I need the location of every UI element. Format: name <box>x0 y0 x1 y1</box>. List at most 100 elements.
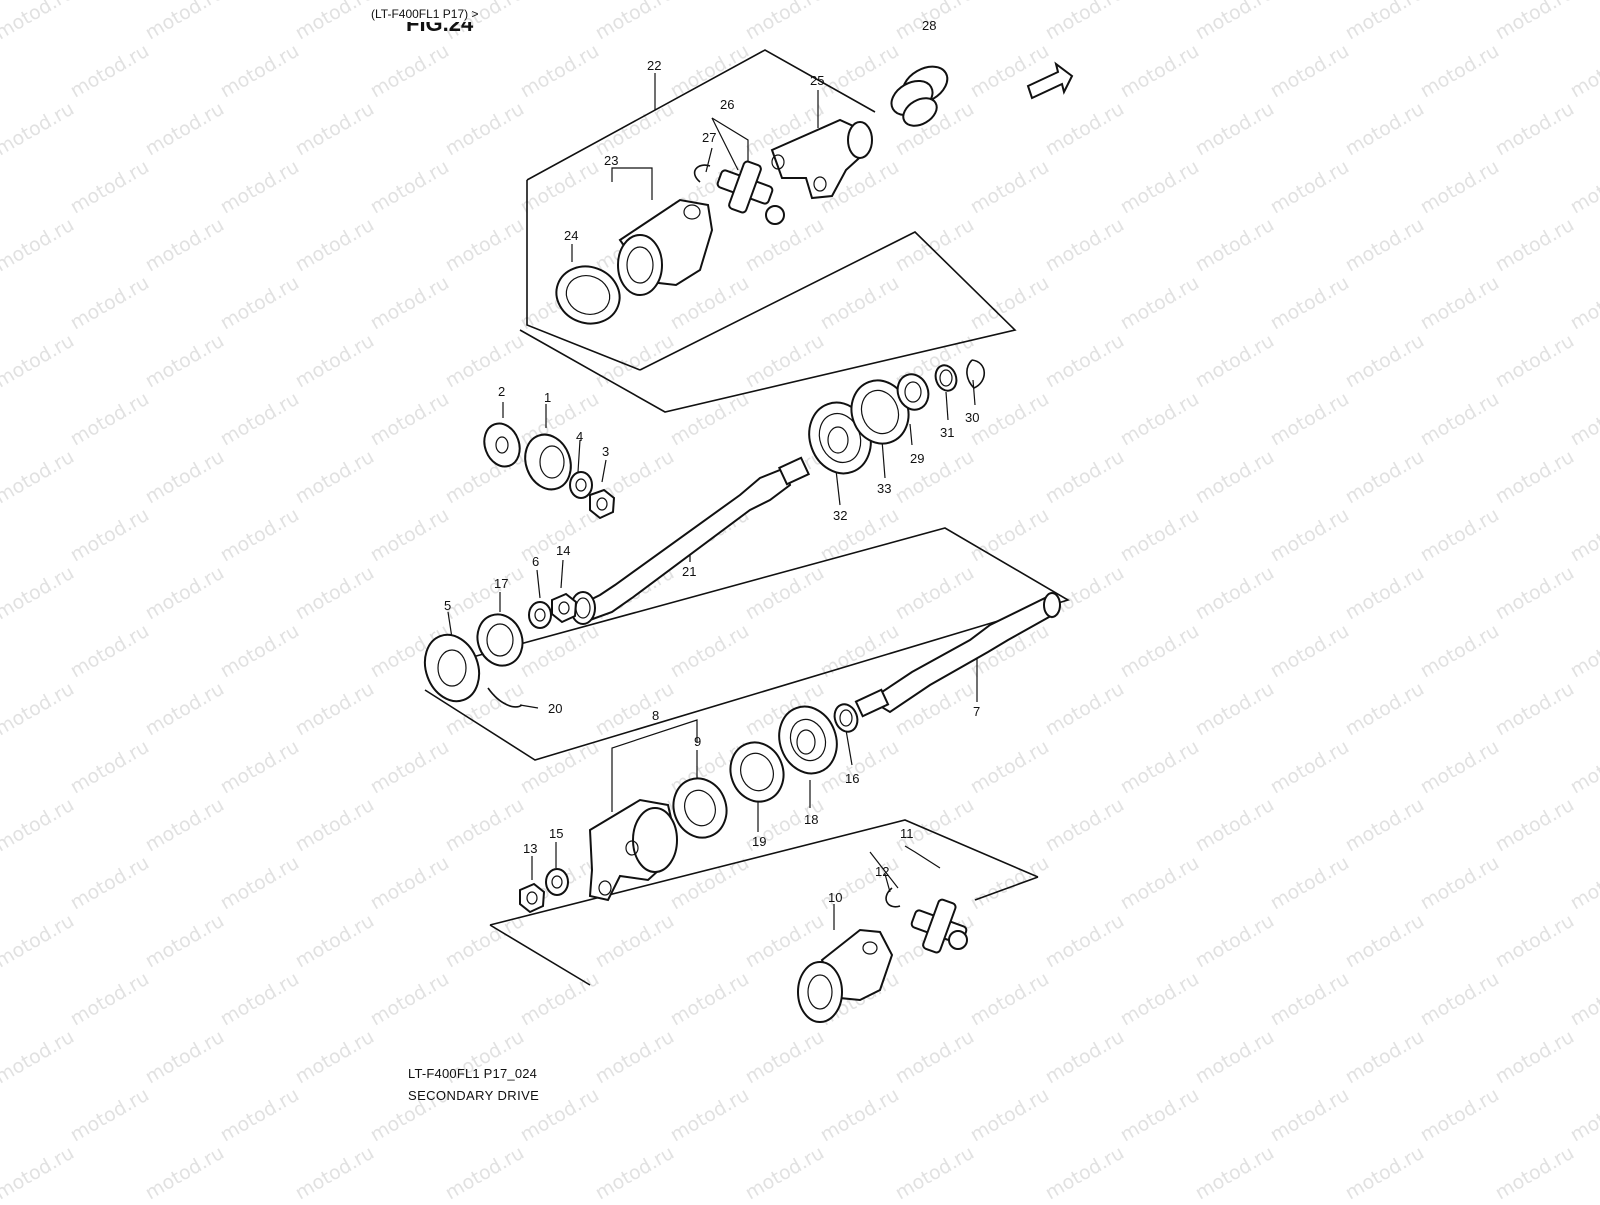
part-washer-4 <box>570 472 592 498</box>
watermark-text: motod.ru <box>67 504 153 567</box>
watermark-text: motod.ru <box>367 156 453 219</box>
watermark-text: motod.ru <box>292 562 378 625</box>
callout-17: 17 <box>494 576 508 591</box>
watermark-text: motod.ru <box>1117 968 1203 1031</box>
watermark-text: motod.ru <box>0 40 3 103</box>
watermark-text: motod.ru <box>1342 0 1428 44</box>
callout-23: 23 <box>604 153 618 168</box>
watermark-text: motod.ru <box>1192 678 1278 741</box>
watermark-text: motod.ru <box>1417 272 1503 335</box>
part-nut-3 <box>590 490 614 518</box>
watermark-text: motod.ru <box>1492 330 1578 393</box>
watermark-text: motod.ru <box>292 330 378 393</box>
watermark-text: motod.ru <box>0 156 3 219</box>
watermark-text: motod.ru <box>67 40 153 103</box>
callout-29: 29 <box>910 451 924 466</box>
watermark-text: motod.ru <box>1192 910 1278 973</box>
watermark-text: motod.ru <box>292 0 378 44</box>
watermark-text: motod.ru <box>442 794 528 857</box>
watermark-text: motod.ru <box>1042 0 1128 44</box>
watermark-text: motod.ru <box>667 620 753 683</box>
watermark-text: motod.ru <box>1492 98 1578 161</box>
watermark-text: motod.ru <box>1342 446 1428 509</box>
watermark-text: motod.ru <box>67 620 153 683</box>
watermark-text: motod.ru <box>1267 968 1353 1031</box>
watermark-text: motod.ru <box>292 910 378 973</box>
watermark-text: motod.ru <box>667 968 753 1031</box>
watermark-text: motod.ru <box>142 794 228 857</box>
header-reference: (LT-F400FL1 P17) > <box>371 7 479 21</box>
part-spider-26 <box>717 160 784 224</box>
watermark-text: motod.ru <box>1192 1026 1278 1089</box>
watermark-text: motod.ru <box>67 388 153 451</box>
watermark-text: motod.ru <box>892 446 978 509</box>
watermark-text: motod.ru <box>1492 678 1578 741</box>
watermark-text: motod.ru <box>1342 562 1428 625</box>
watermark-text: motod.ru <box>367 968 453 1031</box>
callout-9: 9 <box>694 734 701 749</box>
watermark-text: motod.ru <box>1042 678 1128 741</box>
watermark-text: motod.ru <box>967 968 1053 1031</box>
watermark-text: motod.ru <box>1417 40 1503 103</box>
watermark-text: motod.ru <box>517 156 603 219</box>
watermark-text: motod.ru <box>367 852 453 915</box>
watermark-text: motod.ru <box>817 504 903 567</box>
watermark-text: motod.ru <box>142 562 228 625</box>
watermark-text: motod.ru <box>1042 1142 1128 1200</box>
callout-1: 1 <box>544 390 551 405</box>
watermark-text: motod.ru <box>292 214 378 277</box>
watermark-text: motod.ru <box>1267 736 1353 799</box>
watermark-text: motod.ru <box>0 446 78 509</box>
watermark-text: motod.ru <box>367 504 453 567</box>
watermark-text: motod.ru <box>667 40 753 103</box>
callout-7: 7 <box>973 704 980 719</box>
watermark-text: motod.ru <box>1192 0 1278 44</box>
watermark-text: motod.ru <box>1567 40 1600 103</box>
watermark-text: motod.ru <box>1567 1084 1600 1147</box>
watermark-text: motod.ru <box>1417 736 1503 799</box>
watermark-text: motod.ru <box>217 1084 303 1147</box>
watermark-text: motod.ru <box>367 388 453 451</box>
watermark-text: motod.ru <box>817 620 903 683</box>
watermark-text: motod.ru <box>1417 156 1503 219</box>
watermark-text: motod.ru <box>1267 852 1353 915</box>
watermark-text: motod.ru <box>0 852 3 915</box>
watermark-text: motod.ru <box>742 1026 828 1089</box>
watermark-text: motod.ru <box>1417 620 1503 683</box>
watermark-text: motod.ru <box>217 156 303 219</box>
watermark-text: motod.ru <box>517 620 603 683</box>
watermark-text: motod.ru <box>667 388 753 451</box>
watermark-text: motod.ru <box>367 736 453 799</box>
watermark-text: motod.ru <box>592 910 678 973</box>
part-washer-6 <box>529 602 551 628</box>
watermark-text: motod.ru <box>592 1026 678 1089</box>
watermark-text: motod.ru <box>1267 40 1353 103</box>
watermark-text: motod.ru <box>1042 214 1128 277</box>
watermark-text: motod.ru <box>0 388 3 451</box>
watermark-text: motod.ru <box>0 968 3 1031</box>
watermark-text: motod.ru <box>1192 1142 1278 1200</box>
watermark-text: motod.ru <box>67 968 153 1031</box>
watermark-text: motod.ru <box>592 98 678 161</box>
watermark-text: motod.ru <box>1192 446 1278 509</box>
watermark-text: motod.ru <box>592 0 678 44</box>
watermark-text: motod.ru <box>517 40 603 103</box>
watermark-text: motod.ru <box>1492 446 1578 509</box>
callout-13: 13 <box>523 841 537 856</box>
watermark-text: motod.ru <box>142 1142 228 1200</box>
callout-14: 14 <box>556 543 570 558</box>
watermark-text: motod.ru <box>0 214 78 277</box>
watermark-text: motod.ru <box>292 446 378 509</box>
callout-19: 19 <box>752 834 766 849</box>
part-nut-13 <box>520 884 544 912</box>
watermark-text: motod.ru <box>1342 214 1428 277</box>
watermark-text: motod.ru <box>142 98 228 161</box>
watermark-text: motod.ru <box>442 1142 528 1200</box>
watermark-text: motod.ru <box>1417 388 1503 451</box>
callout-24: 24 <box>564 228 578 243</box>
watermark-text: motod.ru <box>1192 330 1278 393</box>
watermark-text: motod.ru <box>892 1026 978 1089</box>
